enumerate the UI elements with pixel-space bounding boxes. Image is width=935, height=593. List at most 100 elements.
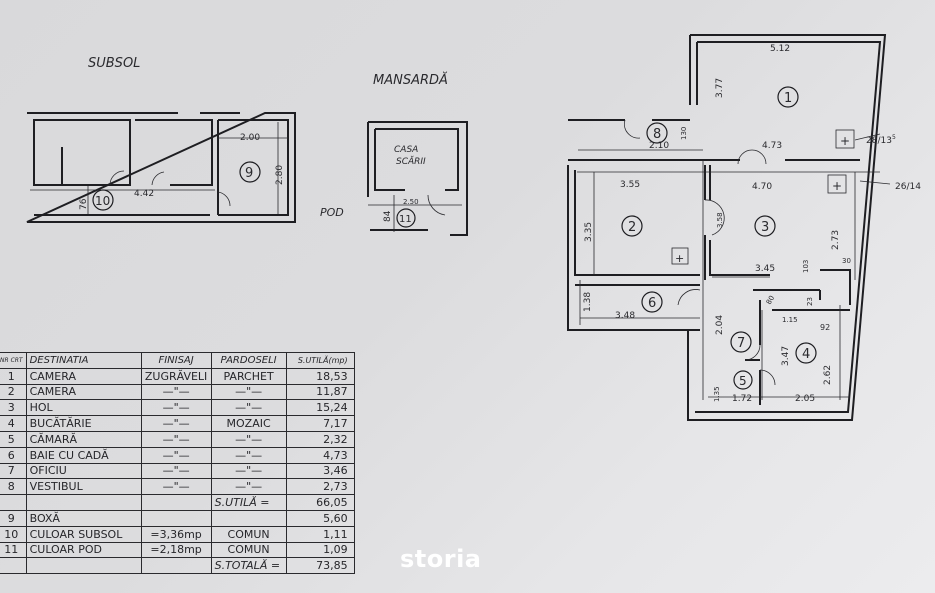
table-row: S.UTILĂ =66,05 bbox=[0, 494, 355, 511]
dim-label: 1.15 bbox=[782, 316, 798, 324]
dim-label: 130 bbox=[680, 127, 688, 140]
svg-text:+: + bbox=[832, 179, 842, 193]
cell-pardoseli: —"— bbox=[210, 446, 287, 464]
room-number: 9 bbox=[245, 166, 253, 181]
table-row: S.TOTALĂ =73,85 bbox=[0, 557, 355, 575]
table-header: NR CRT DESTINATIA FINISAJ PARDOSELI S.UT… bbox=[0, 352, 355, 369]
cell-pardoseli: MOZAIC bbox=[210, 415, 287, 432]
cell-nr: 8 bbox=[0, 478, 27, 496]
dim-label: 2.73 bbox=[831, 230, 841, 250]
rooms-table: NR CRT DESTINATIA FINISAJ PARDOSELI S.UT… bbox=[0, 352, 355, 575]
pod-label: POD bbox=[320, 206, 344, 219]
dim-label: 2.04 bbox=[715, 315, 725, 335]
svg-text:+: + bbox=[840, 134, 850, 148]
cell-pardoseli: —"— bbox=[210, 383, 287, 401]
dim-label: 2.10 bbox=[649, 141, 669, 151]
cell-suprafata: 3,46 bbox=[285, 462, 355, 480]
cell-destinatia: BUCĂTĂRIE bbox=[25, 415, 142, 432]
cell-finisaj bbox=[140, 494, 212, 511]
dim-label: 103 bbox=[802, 260, 810, 273]
cell-finisaj: =2,18mp bbox=[140, 541, 212, 559]
cell-suprafata: 5,60 bbox=[285, 509, 355, 527]
dim-label: 2.50 bbox=[403, 198, 419, 206]
cell-pardoseli bbox=[210, 509, 287, 527]
dim-label: 80 bbox=[765, 294, 776, 306]
dim-label: 28/135 bbox=[866, 134, 896, 146]
cell-pardoseli: —"— bbox=[210, 430, 287, 448]
cell-pardoseli: —"— bbox=[210, 462, 287, 480]
dim-label: 84 bbox=[383, 210, 393, 222]
cell-finisaj: —"— bbox=[140, 430, 212, 448]
cell-finisaj: ZUGRĂVELI bbox=[140, 367, 212, 385]
cell-destinatia: CULOAR SUBSOL bbox=[25, 525, 142, 543]
cell-destinatia bbox=[25, 557, 142, 575]
header-pardoseli: PARDOSELI bbox=[210, 352, 287, 369]
dim-label: 5.12 bbox=[770, 44, 790, 54]
cell-suprafata: 2,32 bbox=[285, 430, 355, 448]
cell-pardoseli: COMUN bbox=[210, 541, 287, 559]
mansarda-plan: MANSARDĂ CASA SCĂRII POD 2.50 84 11 bbox=[320, 72, 468, 236]
cell-nr: 2 bbox=[0, 383, 27, 401]
cell-destinatia: BAIE CU CADĂ bbox=[25, 446, 142, 464]
storia-watermark: storia bbox=[400, 545, 482, 573]
cell-pardoseli: PARCHET bbox=[210, 367, 287, 385]
dim-label: 1.35 bbox=[713, 386, 721, 402]
room-number: 10 bbox=[95, 194, 110, 208]
header-nr: NR CRT bbox=[0, 352, 27, 369]
cell-nr: 11 bbox=[0, 541, 27, 559]
cell-suprafata: 11,87 bbox=[285, 383, 355, 401]
dim-label: 1.38 bbox=[583, 292, 593, 312]
cell-pardoseli: —"— bbox=[210, 399, 287, 417]
cell-pardoseli: COMUN bbox=[210, 525, 287, 543]
room-number: 5 bbox=[739, 374, 747, 388]
dim-label: 3.58 bbox=[716, 212, 724, 228]
cell-finisaj: —"— bbox=[140, 415, 212, 432]
cell-destinatia: CULOAR POD bbox=[25, 541, 142, 559]
dim-label: 3.48 bbox=[615, 311, 635, 321]
room-label: SCĂRII bbox=[396, 155, 426, 167]
room-number: 1 bbox=[784, 91, 792, 106]
room-number: 6 bbox=[648, 296, 656, 311]
cell-nr: 9 bbox=[0, 509, 27, 527]
header-finisaj: FINISAJ bbox=[140, 352, 212, 369]
header-suprafata-utila: S.UTILĂ(mp) bbox=[285, 352, 355, 369]
room-number: 7 bbox=[737, 336, 745, 351]
cell-pardoseli: S.TOTALĂ = bbox=[210, 557, 287, 575]
dim-label: 3.55 bbox=[620, 180, 640, 190]
cell-suprafata: 7,17 bbox=[285, 415, 355, 432]
header-destinatia: DESTINATIA bbox=[25, 352, 142, 369]
cell-destinatia: OFICIU bbox=[25, 462, 142, 480]
cell-suprafata: 66,05 bbox=[285, 494, 355, 511]
main-floor-plan: + + + 5.12 3.77 4.73 28/135 4.70 26/14 3… bbox=[567, 34, 921, 421]
room-label: CASA bbox=[394, 145, 418, 155]
dim-label: 23 bbox=[806, 297, 814, 306]
subsol-plan: SUBSOL 2.00 2.80 4.42 76 9 10 bbox=[26, 56, 296, 223]
dim-label: 4.70 bbox=[752, 182, 772, 192]
cell-suprafata: 1,11 bbox=[285, 525, 355, 543]
dim-label: 92 bbox=[820, 323, 830, 332]
dim-label: 2.05 bbox=[795, 394, 815, 404]
room-number: 11 bbox=[399, 214, 412, 225]
dim-label: 30 bbox=[842, 257, 851, 265]
cell-nr: 5 bbox=[0, 430, 27, 448]
cell-destinatia: HOL bbox=[25, 399, 142, 417]
cell-destinatia: VESTIBUL bbox=[25, 478, 142, 496]
dim-label: 4.73 bbox=[762, 141, 782, 151]
cell-finisaj: —"— bbox=[140, 383, 212, 401]
cell-suprafata: 73,85 bbox=[285, 557, 355, 575]
cell-destinatia bbox=[25, 494, 142, 511]
dim-label: 3.35 bbox=[584, 222, 594, 242]
dim-label: 4.42 bbox=[134, 189, 154, 199]
cell-finisaj: —"— bbox=[140, 462, 212, 480]
dim-label: 3.45 bbox=[755, 264, 775, 274]
